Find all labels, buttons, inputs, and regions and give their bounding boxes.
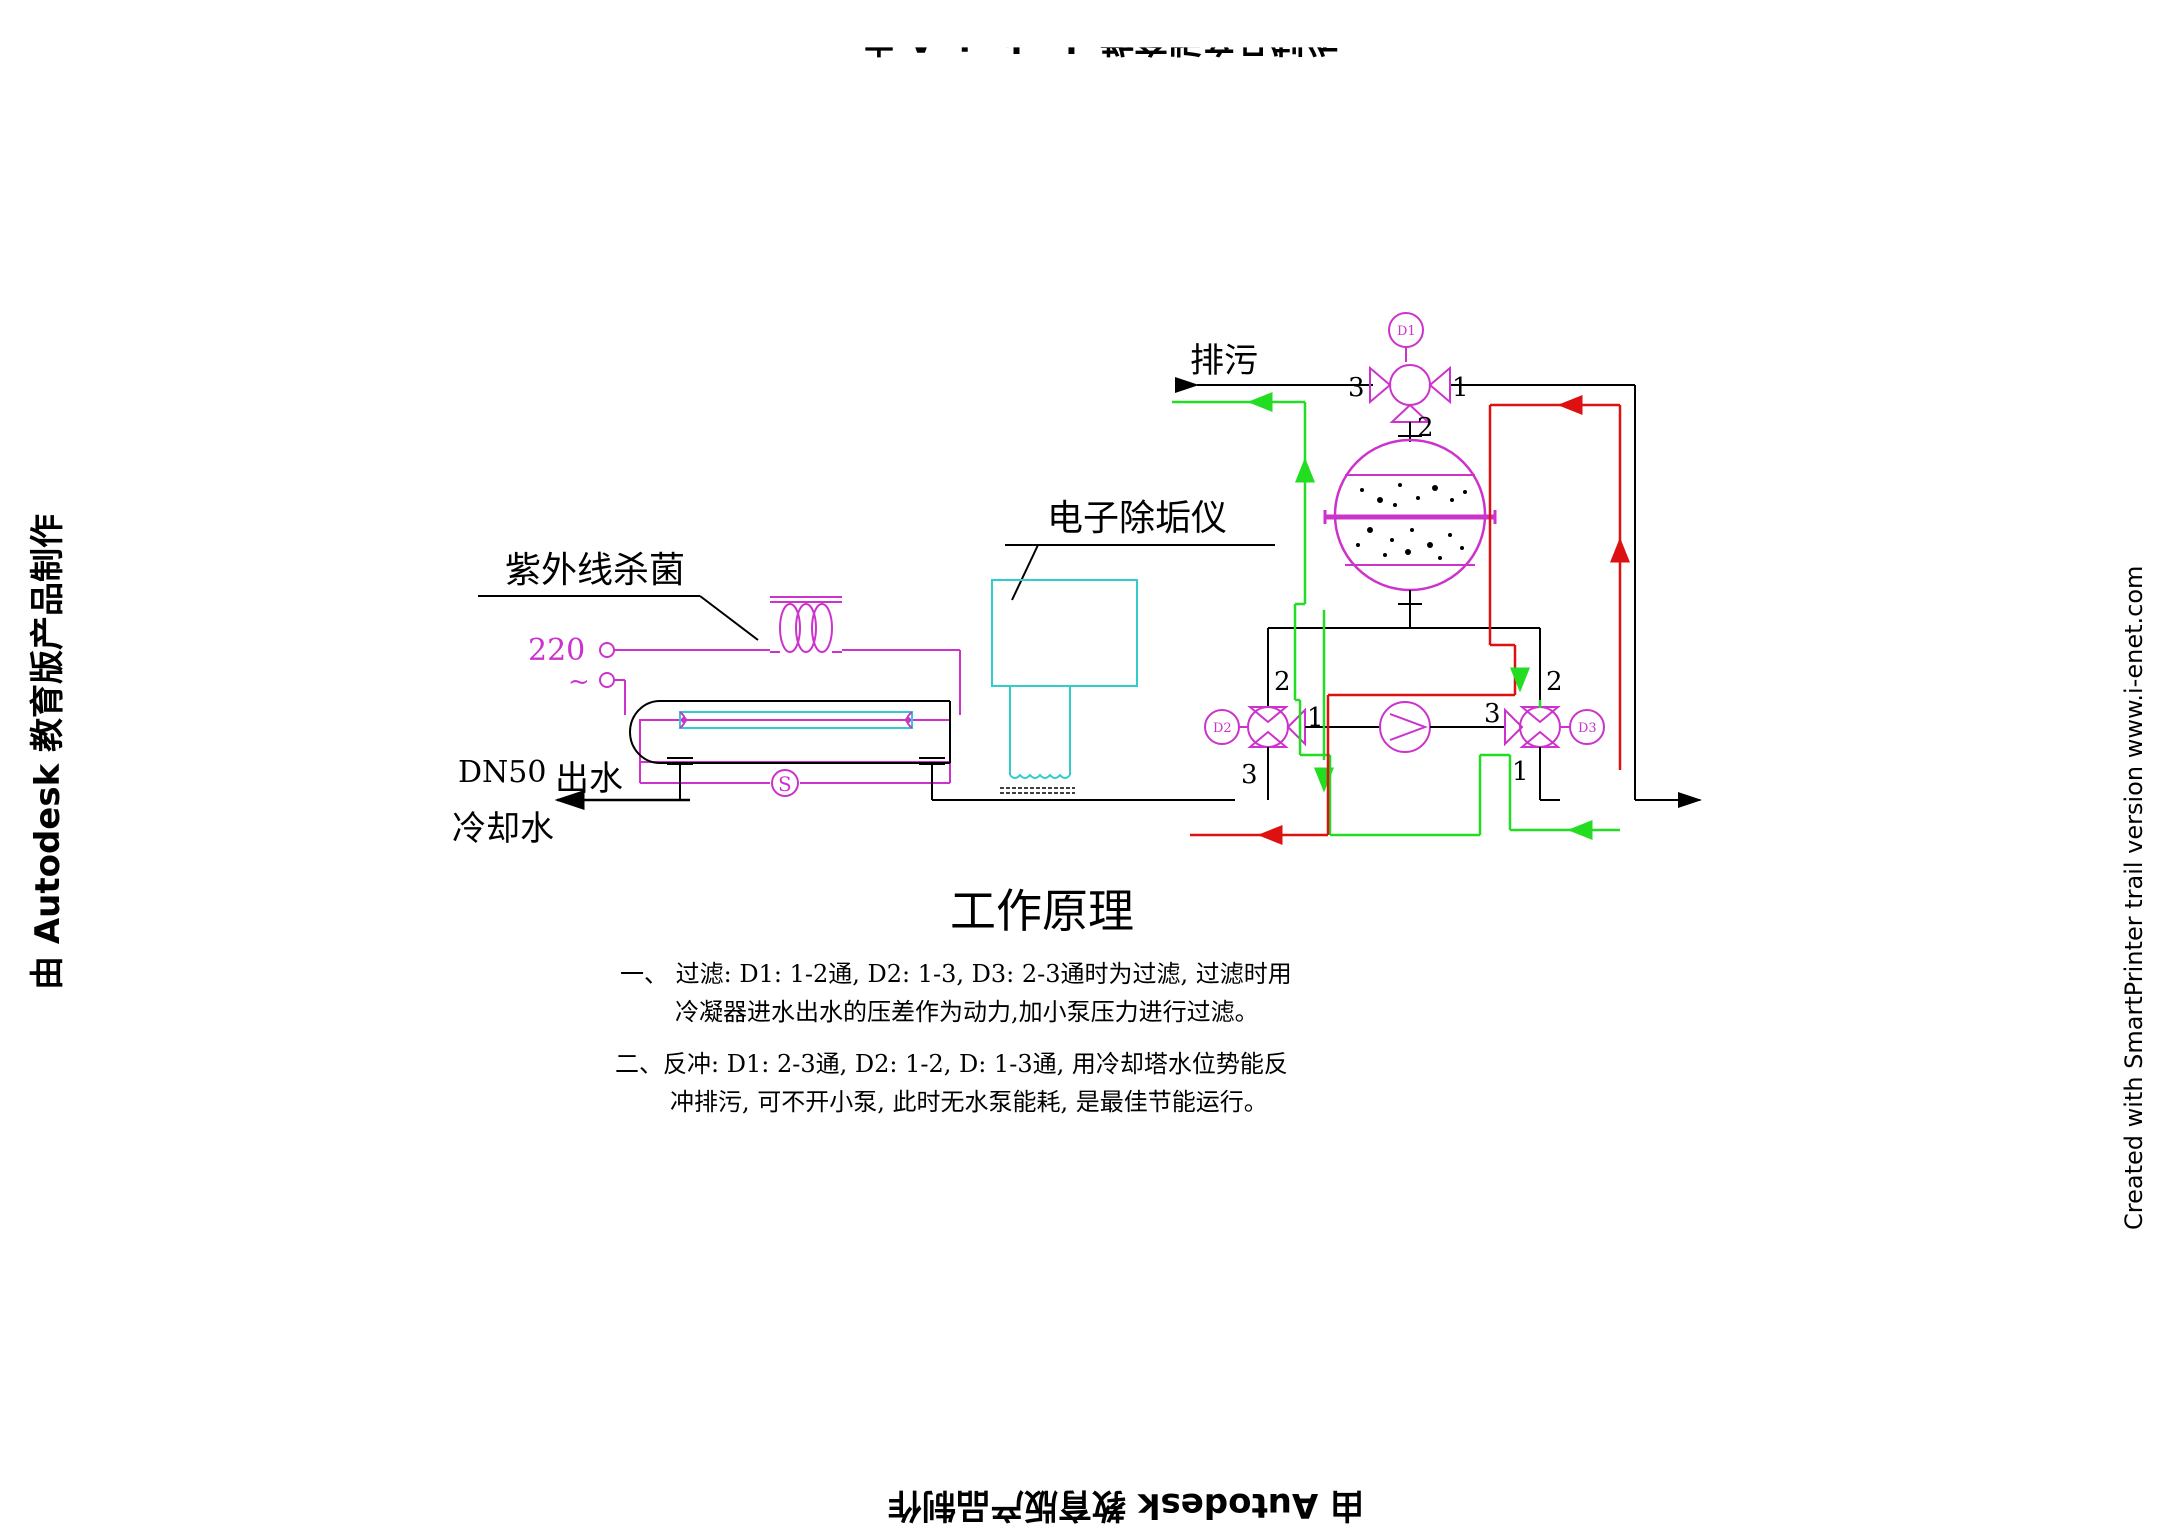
outlet-label: 出水 bbox=[555, 759, 623, 799]
uv-sterilizer-label: 紫外线杀菌 bbox=[505, 550, 685, 591]
green-flow-path bbox=[1172, 400, 1620, 837]
ac-label: ~ bbox=[568, 667, 590, 697]
drain-line bbox=[1175, 377, 1702, 808]
d3-label: D3 bbox=[1578, 721, 1597, 736]
pump bbox=[1305, 701, 1505, 753]
uv-sterilizer bbox=[478, 595, 1235, 810]
ballast-coil-icon bbox=[770, 596, 842, 653]
note-backwash-line1: 二、反冲: D1: 2-3通, D2: 1-2, D: 1-3通, 用冷却塔水位… bbox=[615, 1050, 1288, 1078]
d1-label: D1 bbox=[1397, 324, 1416, 339]
d2-label: D2 bbox=[1213, 721, 1232, 736]
d1-port-1: 1 bbox=[1452, 373, 1469, 403]
red-flow-path bbox=[1190, 403, 1622, 837]
note-filtering-line1: 一、 过滤: D1: 1-2通, D2: 1-3, D3: 2-3通时为过滤, … bbox=[620, 960, 1292, 988]
voltage-label: 220 bbox=[528, 633, 585, 668]
diagram-labels: 紫外线杀菌 电子除垢仪 排污 220 ~ DN50 出水 冷却水 S D1 D2… bbox=[452, 324, 1597, 849]
d2-port-2: 2 bbox=[1274, 667, 1291, 697]
d1-port-3: 3 bbox=[1348, 373, 1365, 403]
descaler-label: 电子除垢仪 bbox=[1047, 498, 1227, 539]
note-filtering-line2: 冷凝器进水出水的压差作为动力,加小泵压力进行过滤。 bbox=[675, 998, 1259, 1026]
filter-vessel bbox=[1267, 422, 1541, 708]
d3-port-2: 2 bbox=[1546, 667, 1563, 697]
section-title: 工作原理 bbox=[950, 884, 1134, 938]
note-backwash-line2: 冲排污, 可不开小泵, 此时无水泵能耗, 是最佳节能运行。 bbox=[670, 1088, 1268, 1116]
d3-port-3: 3 bbox=[1484, 699, 1501, 729]
d2-port-3: 3 bbox=[1241, 760, 1258, 790]
d3-port-1: 1 bbox=[1512, 757, 1529, 787]
note-backwash: 二、反冲: D1: 2-3通, D2: 1-2, D: 1-3通, 用冷却塔水位… bbox=[615, 1045, 1288, 1121]
d2-port-1: 1 bbox=[1307, 703, 1324, 733]
sensor-s-label: S bbox=[778, 772, 792, 796]
electronic-descaler bbox=[991, 544, 1275, 794]
dn50-label: DN50 bbox=[458, 755, 546, 790]
drain-label: 排污 bbox=[1190, 341, 1258, 381]
cooling-water-label: 冷却水 bbox=[452, 809, 554, 849]
note-filtering: 一、 过滤: D1: 1-2通, D2: 1-3, D3: 2-3通时为过滤, … bbox=[620, 955, 1292, 1031]
d1-port-2: 2 bbox=[1417, 413, 1434, 443]
